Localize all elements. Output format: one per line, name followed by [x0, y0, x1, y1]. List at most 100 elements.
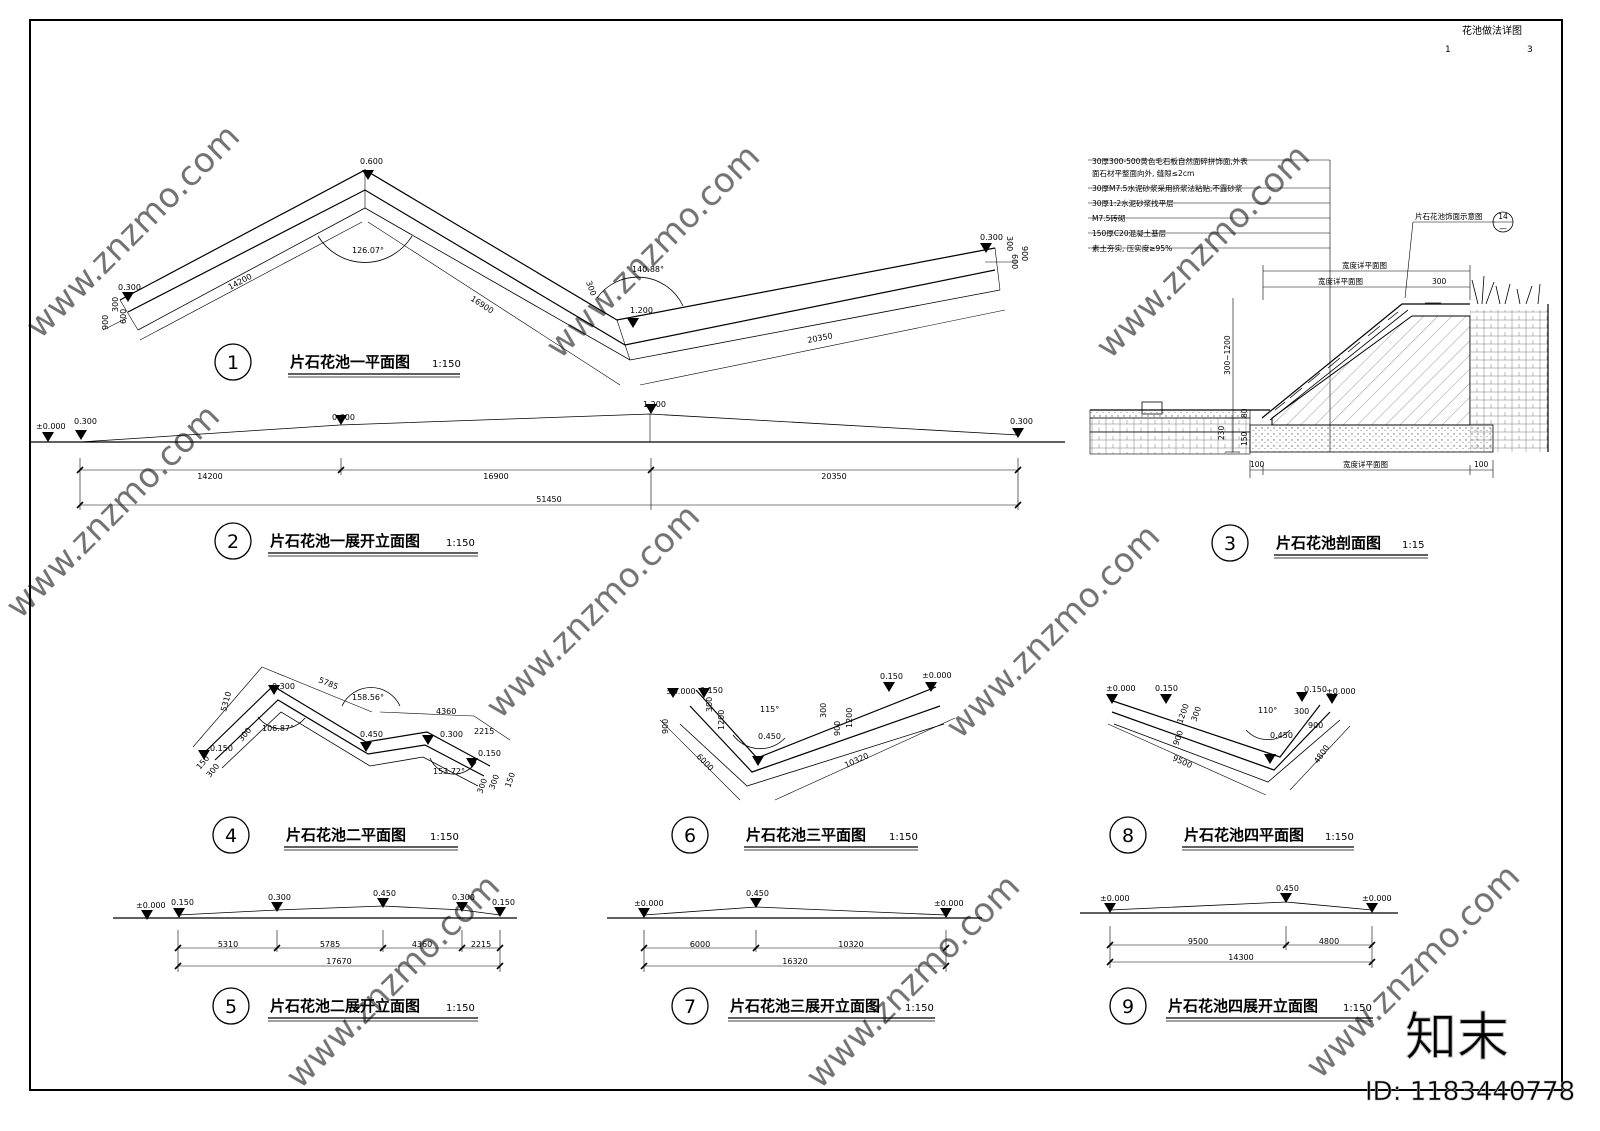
plan4-dim-4: 2215 — [474, 727, 494, 736]
elev5-dim-3: 4360 — [412, 940, 432, 949]
section3-dim-150: 150 — [1240, 431, 1249, 446]
plan1-level-c: 1.200 — [630, 306, 653, 315]
section3-note-2: 面石材平整面向外, 缝隙≤2cm — [1092, 168, 1194, 178]
watermark-url: www.znzmo.com — [938, 516, 1168, 746]
elev7-dim-2: 10320 — [838, 940, 863, 949]
view3-number-circle — [1211, 524, 1249, 562]
view4-scale: 1:150 — [430, 832, 459, 843]
plan6-drawing — [659, 682, 956, 801]
section3-dim-80: 80 — [1240, 408, 1249, 418]
view3-number: 3 — [1224, 533, 1236, 555]
plan6-level-4: ±0.000 — [922, 671, 952, 680]
plan1-dim-3: 20350 — [807, 331, 834, 345]
section3-note-5: M7.5砖砌 — [1092, 213, 1125, 223]
section3-width-label-1: 宽度详平面图 — [1342, 260, 1387, 270]
elev9-level-1: 0.450 — [1276, 884, 1299, 893]
section3-callout-label: 片石花池饰面示意图 — [1415, 211, 1483, 221]
sheet-border — [29, 19, 1563, 1091]
elev7-dim-total: 16320 — [782, 957, 807, 966]
view4-number: 4 — [225, 825, 237, 847]
section3-dim-height: 300~1200 — [1223, 335, 1232, 375]
section3-note-6: 150厚C20混凝土基层 — [1092, 228, 1167, 238]
elev1-level-3: 1.200 — [643, 400, 666, 409]
section3-width-label-3: 宽度详平面图 — [1343, 459, 1388, 469]
view8-title: 片石花池四平面图 — [1184, 826, 1304, 844]
elev5-level-2: 0.300 — [268, 893, 291, 902]
plan1-angle-1: 126.07° — [352, 246, 384, 255]
plan1-dim-5: 600 — [119, 309, 128, 324]
section3-dim-230: 230 — [1217, 425, 1226, 440]
view4-number-circle — [212, 816, 250, 854]
view2-scale: 1:150 — [446, 538, 475, 549]
view2-number-circle — [214, 522, 252, 560]
section3-callout-sub: — — [1499, 224, 1507, 233]
plan8-level-4: ±0.000 — [1326, 687, 1356, 696]
section3-dim-100-right: 100 — [1474, 460, 1489, 469]
plan1-level-d: 0.300 — [980, 233, 1003, 242]
section3-note-4: 30厚1:2水泥砂浆找平层 — [1092, 198, 1174, 208]
plan4-drawing — [192, 666, 511, 787]
plan8-level-1: ±0.000 — [1106, 684, 1136, 693]
plan6-angle-1: 115° — [760, 705, 779, 714]
elev5-level-5: 0.150 — [492, 898, 515, 907]
plan8-dim-5: 300 — [1189, 705, 1203, 722]
elev9-drawing — [1080, 893, 1398, 968]
plan4-dim-3: 4360 — [436, 707, 456, 716]
view9-number-circle — [1109, 987, 1147, 1025]
plan6-dim-1: 6000 — [695, 752, 716, 773]
plan8-drawing — [1106, 692, 1351, 796]
elev1-dim-2: 16900 — [483, 472, 508, 481]
plan1-dim-9: 900 — [1020, 246, 1029, 261]
view1-number-circle — [214, 343, 252, 381]
plan8-level-2: 0.150 — [1155, 684, 1178, 693]
view2-title: 片石花池一展开立面图 — [270, 532, 420, 550]
plan1-dim-2: 16900 — [469, 294, 495, 315]
plan8-dim-2: 4800 — [1312, 743, 1331, 765]
elev9-level-0: ±0.000 — [1100, 894, 1130, 903]
section3-note-3: 30厚M7.5水泥砂浆采用挤浆法粘贴,不露砂浆 — [1092, 183, 1243, 193]
watermark-id: ID: 1183440778 — [1365, 1077, 1575, 1107]
plan4-level-3: 0.300 — [440, 730, 463, 739]
section3-width-label-2: 宽度详平面图 — [1318, 276, 1363, 286]
view4-title: 片石花池二平面图 — [286, 826, 406, 844]
plan8-dim-7: 900 — [1308, 721, 1323, 730]
watermark-layer: www.znzmo.com www.znzmo.com www.znzmo.co… — [0, 116, 1528, 1096]
plan1-dim-4: 300 — [111, 297, 120, 312]
plan8-level-5: 0.450 — [1270, 731, 1293, 740]
plan6-dim-4: 1200 — [717, 710, 726, 730]
elev1-dim-total: 51450 — [536, 495, 561, 504]
section3-callout-num: 14 — [1498, 212, 1508, 221]
elev5-drawing — [113, 898, 517, 972]
elev9-dim-total: 14300 — [1228, 953, 1253, 962]
view3-scale: 1:15 — [1402, 540, 1424, 551]
plan4-level-5: 0.150 — [478, 749, 501, 758]
plan4-dim-9: 300 — [487, 773, 501, 790]
watermark-url: www.znzmo.com — [18, 116, 248, 346]
view5-number: 5 — [225, 996, 237, 1018]
view7-number: 7 — [684, 996, 696, 1018]
plan6-dim-5: 300 — [705, 697, 714, 712]
view8-number: 8 — [1122, 825, 1134, 847]
plan8-dim-6: 300 — [1294, 707, 1309, 716]
plan1-level-b: 0.600 — [360, 157, 383, 166]
elev1-level-2: 0.600 — [332, 413, 355, 422]
elev1-dim-3: 20350 — [821, 472, 846, 481]
plan6-level-5: 0.450 — [758, 732, 781, 741]
plan1-dim-7: 300 — [1005, 236, 1014, 251]
plan6-dim-2: 10320 — [843, 751, 870, 770]
view3-title: 片石花池剖面图 — [1276, 534, 1381, 552]
plan8-level-3: 0.150 — [1304, 685, 1327, 694]
view9-title: 片石花池四展开立面图 — [1168, 997, 1318, 1015]
elev1-drawing — [30, 404, 1065, 510]
watermark-url: www.znzmo.com — [798, 866, 1028, 1096]
watermark-url: www.znzmo.com — [538, 136, 768, 366]
elev7-level-2: ±0.000 — [934, 899, 964, 908]
plan4-dim-1: 5785 — [317, 676, 339, 692]
section3-dim-100-left: 100 — [1250, 460, 1265, 469]
view5-title: 片石花池二展开立面图 — [270, 997, 420, 1015]
plan6-dim-8: 1200 — [845, 708, 854, 728]
elev9-dim-2: 4800 — [1319, 937, 1339, 946]
elev1-level-1: 0.300 — [74, 417, 97, 426]
plan6-level-1: ±0.000 — [666, 687, 696, 696]
elev5-level-3: 0.450 — [373, 889, 396, 898]
